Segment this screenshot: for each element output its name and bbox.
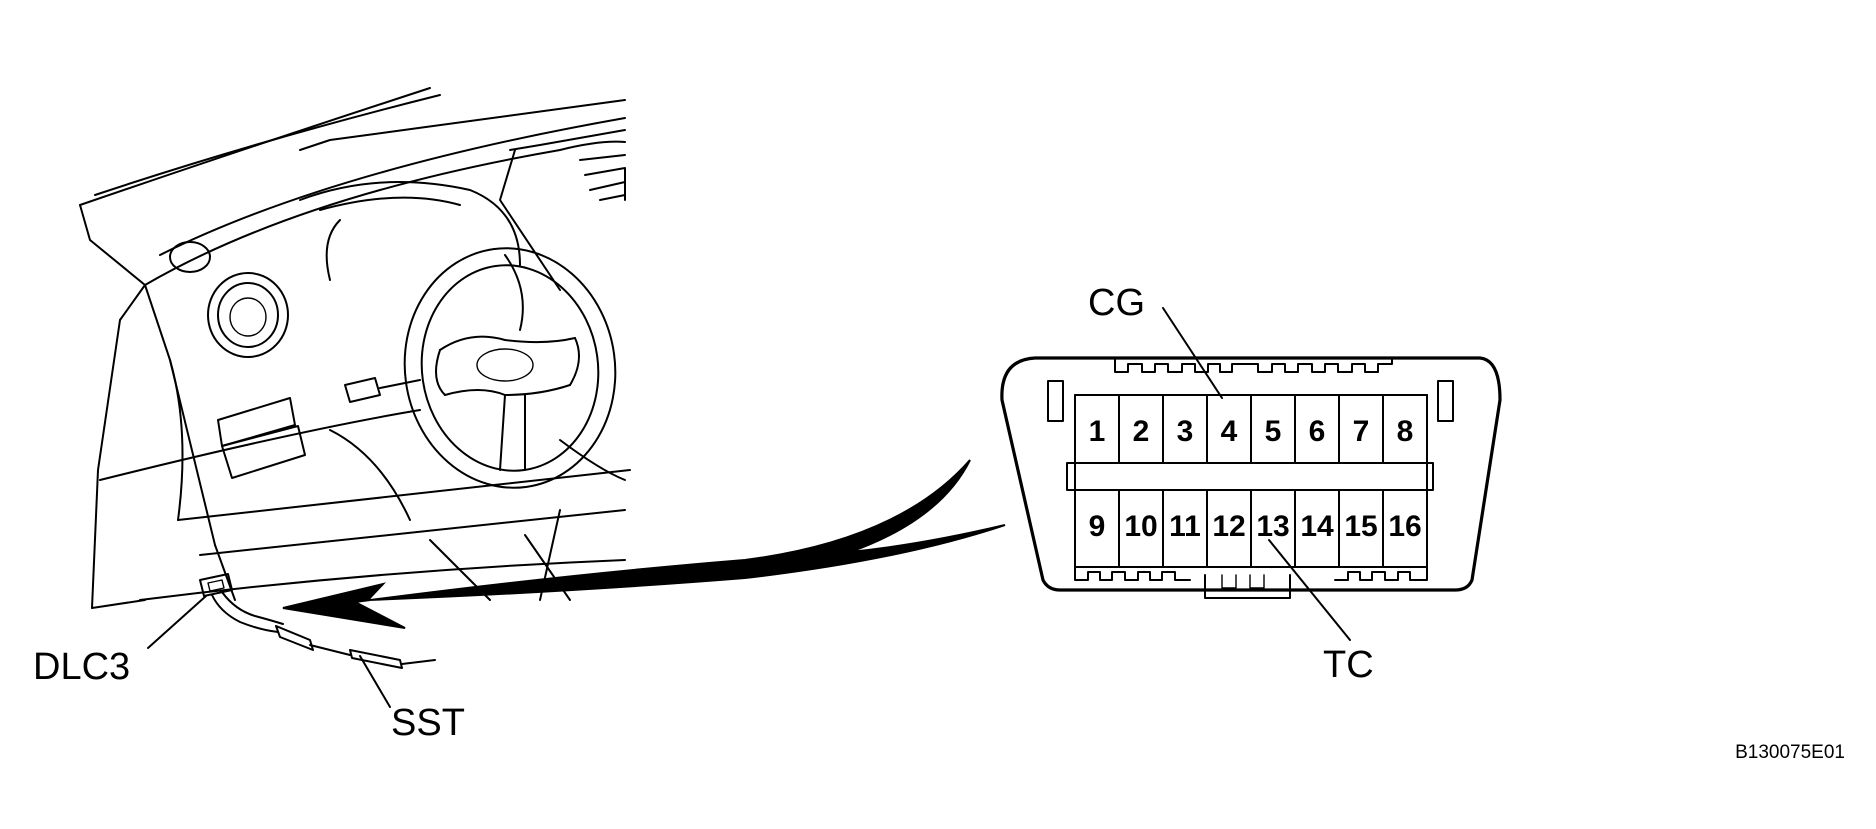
pin-13: 13: [1256, 510, 1289, 543]
pin-4: 4: [1221, 415, 1238, 448]
pin-10: 10: [1124, 510, 1157, 543]
dlc3-socket: [199, 573, 233, 597]
pin-12: 12: [1212, 510, 1245, 543]
pin-9: 9: [1089, 510, 1106, 543]
pin-5: 5: [1265, 415, 1282, 448]
tc-label: TC: [1323, 644, 1374, 686]
pin-8: 8: [1397, 415, 1414, 448]
obd-connector: [1000, 356, 1502, 599]
dlc3-label: DLC3: [33, 646, 130, 688]
cg-leader-line: [1162, 307, 1223, 399]
pin-16: 16: [1388, 510, 1421, 543]
pin-14: 14: [1300, 510, 1334, 543]
dashboard-illustration: [79, 87, 631, 609]
curved-arrow: [282, 459, 1006, 629]
pin-3: 3: [1177, 415, 1194, 448]
pin-2: 2: [1133, 415, 1150, 448]
pin-7: 7: [1353, 415, 1370, 448]
pin-1: 1: [1089, 415, 1106, 448]
steering-wheel: [403, 247, 617, 489]
pin-11: 11: [1169, 510, 1201, 543]
figure-id: B130075E01: [1735, 742, 1845, 763]
sst-jumper-wire: [211, 591, 436, 669]
sst-leader-line: [359, 655, 391, 708]
pin-6: 6: [1309, 415, 1326, 448]
dlc3-leader-line: [147, 595, 207, 649]
pin-15: 15: [1344, 510, 1377, 543]
cg-label: CG: [1088, 282, 1145, 324]
tc-leader-line: [1268, 539, 1351, 641]
sst-label: SST: [391, 702, 465, 744]
